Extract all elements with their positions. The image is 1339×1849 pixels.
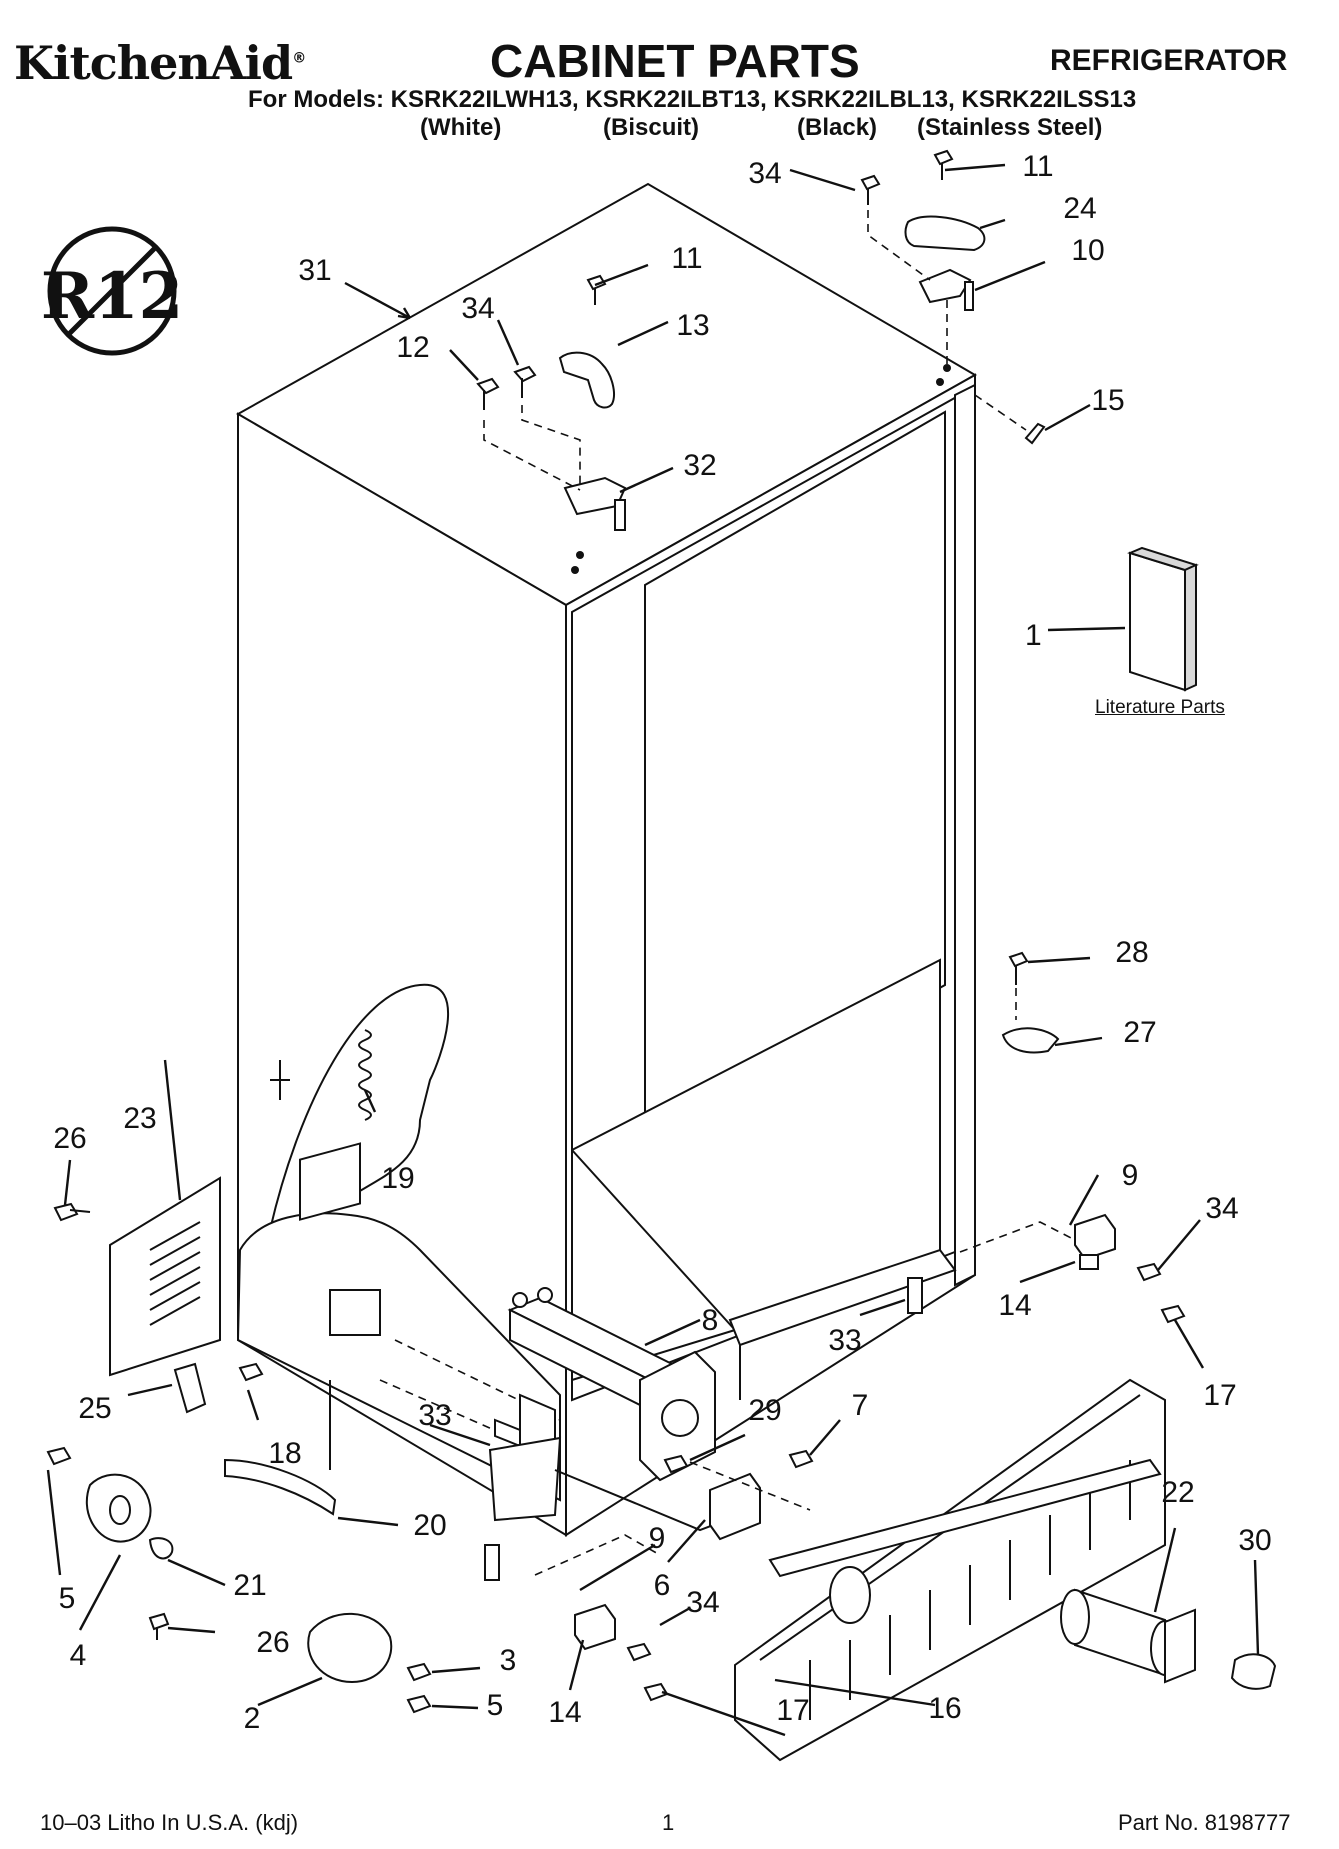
callout-4: 4	[70, 1639, 87, 1672]
callout-17a: 17	[1203, 1379, 1236, 1412]
callout-26a: 26	[53, 1122, 86, 1155]
callout-labels: 1 2 3 4 5 5 6 7 8 9 9 10 11 11 12 13 14 …	[53, 150, 1271, 1735]
callout-33a: 33	[828, 1324, 861, 1357]
grille-slots	[149, 1221, 201, 1326]
model-list: For Models: KSRK22ILWH13, KSRK22ILBT13, …	[248, 86, 1137, 113]
callout-8: 8	[702, 1304, 719, 1337]
callout-31: 31	[298, 254, 331, 287]
callout-3: 3	[500, 1644, 517, 1677]
callout-12: 12	[396, 331, 429, 364]
callout-25: 25	[78, 1392, 111, 1425]
callout-34b: 34	[461, 292, 494, 325]
callout-27: 27	[1123, 1016, 1156, 1049]
callout-18: 18	[268, 1437, 301, 1470]
callout-24: 24	[1063, 192, 1096, 225]
callout-9b: 9	[649, 1522, 666, 1555]
callout-26b: 26	[256, 1626, 289, 1659]
variant-black: (Black)	[797, 114, 878, 141]
callout-6: 6	[654, 1569, 671, 1602]
callout-11a: 11	[1022, 150, 1053, 183]
callout-32: 32	[683, 449, 716, 482]
callout-2: 2	[244, 1702, 261, 1735]
callout-7: 7	[852, 1389, 869, 1422]
callout-10: 10	[1071, 234, 1104, 267]
callout-14a: 14	[998, 1289, 1031, 1322]
callout-19: 19	[381, 1162, 414, 1195]
callout-34a: 34	[748, 157, 781, 190]
cabinet-body	[235, 182, 978, 1537]
callout-9a: 9	[1122, 1159, 1139, 1192]
water-filter-22	[1060, 1588, 1277, 1690]
left-grille-panel	[53, 1176, 264, 1414]
callout-28: 28	[1115, 936, 1148, 969]
callout-21: 21	[233, 1569, 266, 1602]
callout-23: 23	[123, 1102, 156, 1135]
callout-17b: 17	[776, 1694, 809, 1727]
brand-logo: KitchenAid®	[14, 36, 306, 90]
damper-parts-left	[46, 1446, 432, 1714]
footer-print-info: 10–03 Litho In U.S.A. (kdj)	[40, 1810, 299, 1835]
callout-22: 22	[1161, 1476, 1194, 1509]
callout-5b: 5	[487, 1689, 504, 1722]
callout-15: 15	[1091, 384, 1124, 417]
bracket-27-28	[1001, 951, 1060, 1054]
callout-11b: 11	[671, 242, 702, 275]
callout-30: 30	[1238, 1524, 1271, 1557]
variant-stainless: (Stainless Steel)	[917, 114, 1103, 141]
callout-33b: 33	[418, 1399, 451, 1432]
lower-hinge-left	[484, 1534, 669, 1702]
variant-biscuit: (Biscuit)	[603, 114, 699, 141]
toe-grille-slats	[809, 1460, 1131, 1720]
toe-grille-16	[734, 1378, 1166, 1762]
badge-text: R12	[41, 259, 183, 334]
spring-19	[358, 1029, 372, 1121]
callout-1: 1	[1025, 619, 1042, 652]
callout-14b: 14	[548, 1696, 581, 1729]
literature-booklet	[1127, 546, 1199, 692]
literature-parts-label: Literature Parts	[1095, 697, 1225, 718]
variant-white: (White)	[420, 114, 502, 141]
right-hinge-parts	[860, 149, 1046, 445]
no-r12-badge: R12	[41, 226, 183, 356]
callout-13: 13	[676, 309, 709, 342]
product-type: REFRIGERATOR	[1050, 44, 1288, 77]
lower-hinge-right	[907, 1213, 1186, 1324]
air-duct-8	[507, 1287, 716, 1482]
callout-16: 16	[928, 1692, 961, 1725]
callout-29: 29	[748, 1394, 781, 1427]
callout-34c: 34	[1205, 1192, 1238, 1225]
leader-lines	[46, 163, 1260, 1737]
bracket-6-7-29	[663, 1449, 814, 1541]
top-hinge-parts	[476, 274, 627, 574]
callout-5a: 5	[59, 1582, 76, 1615]
callout-34d: 34	[686, 1586, 719, 1619]
callout-20: 20	[413, 1509, 446, 1542]
page-title: CABINET PARTS	[490, 35, 860, 87]
footer-page-number: 1	[662, 1810, 675, 1835]
footer-part-number: Part No. 8198777	[1118, 1810, 1291, 1835]
